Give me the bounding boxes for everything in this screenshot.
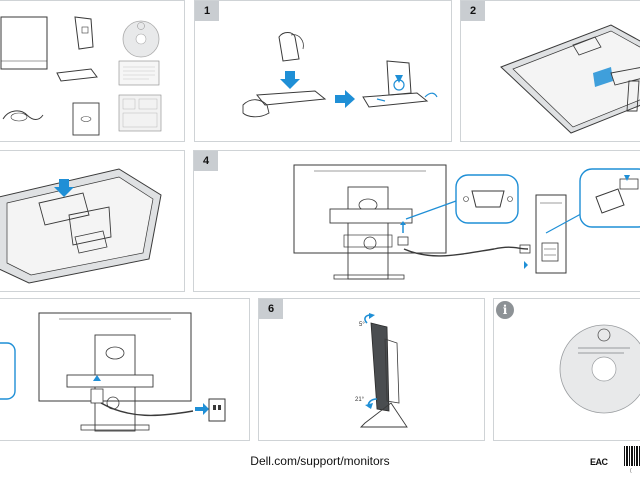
box-contents-illustration bbox=[0, 16, 162, 136]
tilt-angle-top: 5° bbox=[359, 322, 365, 328]
hand-icon bbox=[278, 32, 300, 62]
step-number: 1 bbox=[195, 1, 219, 21]
support-url[interactable]: Dell.com/support/monitors bbox=[250, 454, 390, 468]
cable-icon bbox=[403, 246, 529, 257]
stand-attach-illustration bbox=[242, 32, 438, 118]
code-suffix: ( bbox=[630, 468, 632, 474]
stand-riser-icon bbox=[74, 16, 94, 50]
pc-tower-icon bbox=[535, 194, 567, 274]
document-icon bbox=[118, 60, 160, 86]
stand-base-icon bbox=[256, 90, 327, 106]
vga-connector-icon bbox=[471, 190, 505, 208]
monitor-outline-icon bbox=[0, 16, 48, 70]
stand-base-icon bbox=[610, 67, 640, 86]
monitor-side-icon bbox=[370, 322, 390, 412]
cable-icon bbox=[2, 110, 44, 120]
info-panel: i bbox=[493, 298, 640, 441]
tilt-angle-bottom: 21° bbox=[355, 397, 365, 403]
down-arrow-icon bbox=[280, 71, 300, 89]
monitor-back-illustration bbox=[500, 24, 640, 134]
right-arrow-icon bbox=[335, 90, 355, 108]
step-4-panel: 4 bbox=[193, 150, 640, 292]
step-5-panel bbox=[0, 298, 250, 441]
barcode-icon bbox=[624, 446, 640, 466]
documentation-disc-illustration bbox=[559, 324, 640, 414]
down-arrow-icon bbox=[54, 179, 74, 197]
box-contents-panel bbox=[0, 0, 185, 142]
zoom-bubble bbox=[455, 174, 519, 224]
monitor-outline-icon bbox=[38, 312, 192, 402]
tilt-illustration bbox=[359, 313, 408, 428]
step-number: 6 bbox=[259, 299, 283, 319]
power-connection-illustration bbox=[0, 312, 226, 432]
step-number: 2 bbox=[461, 1, 485, 21]
vga-connection-illustration bbox=[293, 164, 640, 280]
step-3-panel bbox=[0, 150, 185, 292]
info-icon: i bbox=[496, 301, 514, 319]
stand-click-illustration bbox=[0, 168, 162, 284]
step-1-panel: 1 bbox=[194, 0, 452, 142]
step-6-panel: 6 5° 21° bbox=[258, 298, 485, 441]
step-2-panel: 2 bbox=[460, 0, 640, 142]
step-number: 4 bbox=[194, 151, 218, 171]
booklet-icon bbox=[72, 102, 100, 136]
power-outlet-icon bbox=[208, 398, 226, 422]
certification-mark: EAC bbox=[590, 457, 608, 467]
stand-base-icon bbox=[56, 68, 98, 82]
monitor-outline-icon bbox=[293, 164, 447, 254]
cable-icon bbox=[100, 402, 194, 417]
